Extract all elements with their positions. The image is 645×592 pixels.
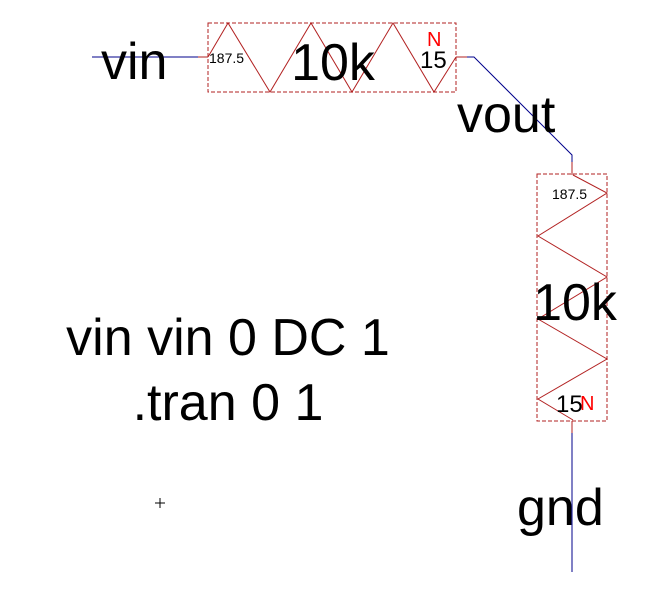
resistor-r1-pin2-label: 15 (420, 47, 447, 74)
resistor-r2-value: 10k (533, 274, 618, 332)
resistor-r2[interactable]: 187.5 10k 15 N (533, 162, 618, 433)
resistor-r1-value: 10k (291, 34, 376, 92)
resistor-r2-pin1-label: 187.5 (552, 186, 587, 202)
resistor-r2-pin2-label: 15 (556, 391, 583, 418)
resistor-r1-zigzag (207, 22, 457, 93)
net-label-vin[interactable]: vin (101, 33, 167, 91)
resistor-r2-marker: N (580, 393, 594, 415)
resistor-r1-marker: N (427, 29, 441, 51)
net-label-vout[interactable]: vout (457, 86, 556, 144)
resistor-r1[interactable]: 187.5 10k 15 N (198, 22, 467, 93)
net-label-gnd[interactable]: gnd (517, 479, 604, 537)
resistor-r2-zigzag (537, 174, 609, 421)
resistor-r1-pin1-label: 187.5 (209, 50, 244, 66)
directive-source[interactable]: vin vin 0 DC 1 (66, 309, 390, 367)
crosshair-cursor-icon (155, 498, 165, 508)
directive-tran[interactable]: .tran 0 1 (133, 374, 324, 432)
wire-vout[interactable] (467, 56, 573, 162)
